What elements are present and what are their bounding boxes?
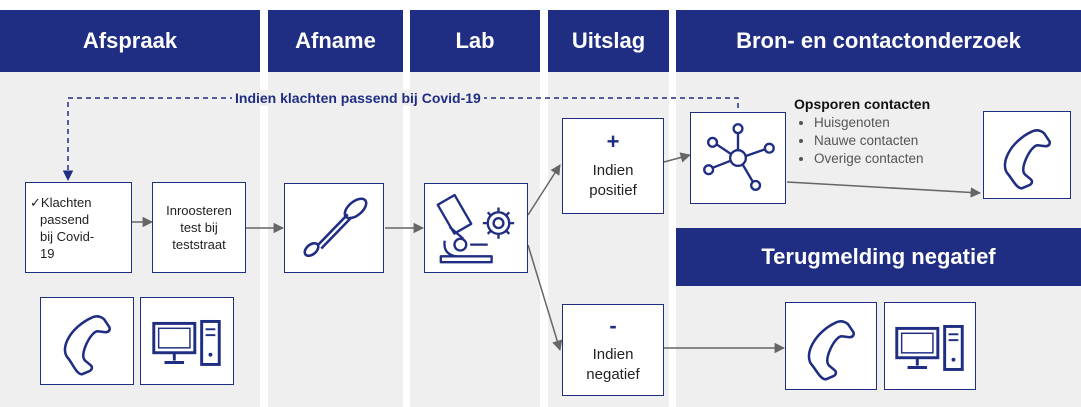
header-afspraak: Afspraak	[0, 10, 260, 72]
positive-sign: +	[606, 129, 620, 154]
opsporen-title: Opsporen contacten	[794, 96, 931, 112]
opsporen-list: Huisgenoten Nauwe contacten Overige cont…	[794, 114, 994, 168]
phone-icon	[983, 111, 1071, 199]
swab-icon	[284, 183, 384, 273]
microscope-icon	[424, 183, 528, 273]
opsporen-item: Huisgenoten	[814, 114, 994, 132]
dashed-line-label: Indien klachten passend bij Covid-19	[232, 90, 484, 106]
inroosteren-line-2: test bij	[180, 220, 218, 235]
phone-icon-graphic	[63, 315, 111, 376]
network-icon	[690, 112, 786, 204]
header-bron: Bron- en contactonderzoek	[676, 10, 1081, 72]
phone-icon	[40, 297, 134, 385]
phone-icon-graphic	[1003, 129, 1051, 190]
klachten-line-1: ✓Klachten	[30, 194, 92, 210]
opsporen-item: Nauwe contacten	[814, 132, 994, 150]
klachten-line-2: passend	[40, 211, 90, 227]
microscope-icon-graphic	[436, 193, 515, 264]
inroosteren-line-1: Inroosteren	[166, 203, 232, 218]
column-bron	[676, 10, 1081, 407]
header-afname: Afname	[268, 10, 403, 72]
phone-icon	[785, 302, 877, 390]
box-negatief: - Indien negatief	[562, 304, 664, 396]
box-positief: + Indien positief	[562, 118, 664, 214]
arrow-contact-bron	[786, 181, 982, 198]
computer-icon	[140, 297, 234, 385]
terugmelding-negatief-banner: Terugmelding negatief	[676, 228, 1081, 286]
negative-sign: -	[609, 313, 617, 338]
inroosteren-line-3: teststraat	[172, 237, 226, 252]
positief-line-2: positief	[589, 182, 637, 199]
computer-icon-graphic	[152, 319, 221, 366]
box-inroosteren: Inroosteren test bij teststraat	[152, 182, 246, 273]
opsporen-item: Overige contacten	[814, 150, 994, 168]
swab-icon-graphic	[303, 197, 368, 258]
header-lab: Lab	[410, 10, 540, 72]
arrow-positief-contact	[663, 152, 692, 163]
network-icon-graphic	[703, 123, 775, 191]
computer-icon	[884, 302, 976, 390]
opsporen-contacten: Opsporen contacten Huisgenoten Nauwe con…	[794, 96, 994, 168]
header-uitslag: Uitslag	[548, 10, 669, 72]
negatief-line-1: Indien	[592, 346, 634, 363]
positief-line-1: Indien	[592, 162, 634, 179]
negatief-line-2: negatief	[586, 366, 640, 383]
box-klachten: ✓Klachten passend bij Covid- 19	[25, 182, 132, 273]
klachten-line-3: bij Covid-	[40, 228, 95, 244]
arrow-lab-negatief	[527, 244, 563, 352]
phone-icon-graphic	[807, 320, 855, 381]
computer-icon-graphic	[895, 324, 964, 371]
klachten-line-4: 19	[40, 245, 55, 261]
arrow-lab-positief	[527, 164, 561, 216]
